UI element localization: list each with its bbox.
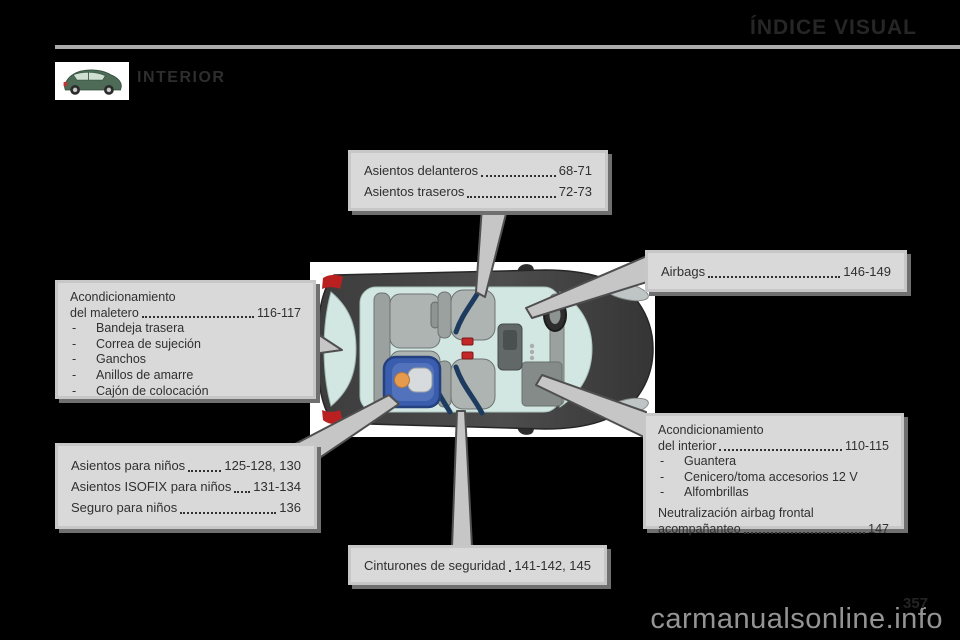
toc-pages: 68-71 — [558, 162, 592, 178]
toc-label: Cinturones de seguridad — [364, 557, 506, 573]
callout-airbags: Airbags 146-149 — [645, 250, 907, 292]
toc-title: Neutralización airbag frontal — [658, 505, 814, 520]
taillight-right — [322, 410, 343, 425]
interior-car-thumbnail — [55, 62, 129, 100]
dot-leader — [180, 511, 277, 514]
bullet-dash — [658, 470, 684, 486]
list-item: Cajón de colocación — [70, 384, 301, 400]
bullet-dash — [658, 454, 684, 470]
glovebox-floor-area — [521, 361, 563, 407]
toc-label: del maletero — [70, 305, 139, 320]
steering-wheel-hub — [549, 306, 561, 324]
callout-child-seats: Asientos para niños 125-128, 130 Asiento… — [55, 443, 317, 529]
dot-leader — [719, 449, 842, 452]
belt-buckle — [461, 351, 474, 360]
dot-leader — [481, 174, 556, 177]
taillight-left — [322, 274, 343, 289]
bullet-dash — [70, 384, 96, 400]
car-top-view-drawing — [316, 264, 654, 435]
toc-label: Asientos ISOFIX para niños — [71, 478, 232, 494]
page-title: ÍNDICE VISUAL — [749, 16, 917, 39]
list-item: Alfombrillas — [658, 485, 889, 501]
seat-belt-front-right — [453, 364, 485, 416]
toc-pages: 147 — [868, 521, 889, 536]
toc-pages: 72-73 — [558, 183, 592, 199]
toc-label: Seguro para niños — [71, 499, 178, 515]
bullet-dash — [70, 321, 96, 337]
section-title: INTERIOR — [137, 69, 226, 86]
dot-leader — [708, 275, 841, 278]
callout-boot-stowage: Acondicionamiento del maletero 116-117 B… — [55, 280, 316, 399]
belt-buckle — [461, 337, 474, 346]
dot-leader — [467, 195, 556, 198]
callout-seat-belts: Cinturones de seguridad 141-142, 145 — [348, 545, 607, 585]
car-side-icon — [63, 69, 122, 95]
bullet-dash — [70, 368, 96, 384]
list-item: Guantera — [658, 454, 889, 470]
callout-interior-fittings: Acondicionamiento del interior 110-115 G… — [643, 413, 904, 536]
baby-head — [394, 372, 410, 388]
callout-front-rear-seats: Asientos delanteros 68-71 Asientos trase… — [348, 150, 608, 211]
toc-label: Asientos traseros — [364, 183, 465, 199]
toc-title: Acondicionamiento — [658, 423, 764, 437]
toc-title: Acondicionamiento — [70, 290, 176, 304]
page-number: 357 — [903, 595, 929, 612]
dot-leader — [141, 316, 254, 319]
dot-leader — [743, 532, 866, 535]
dot-leader — [234, 490, 251, 493]
toc-pages: 146-149 — [843, 263, 891, 279]
list-item: Cenicero/toma accesorios 12 V — [658, 470, 889, 486]
list-item: Anillos de amarre — [70, 368, 301, 384]
toc-label: acompañanteo — [658, 521, 741, 536]
list-item: Ganchos — [70, 352, 301, 368]
front-seat-left-backrest — [437, 291, 452, 339]
bullet-dash — [658, 485, 684, 501]
toc-label: Airbags — [661, 263, 706, 279]
watermark: carmanualsonline.info — [650, 603, 943, 635]
dot-leader — [508, 569, 512, 572]
toc-pages: 110-115 — [844, 438, 889, 453]
toc-pages: 136 — [279, 499, 301, 515]
toc-label: Asientos para niños — [71, 457, 186, 473]
baby-body — [407, 367, 433, 393]
bullet-dash — [70, 352, 96, 368]
toc-label: Asientos delanteros — [364, 162, 479, 178]
list-item: Bandeja trasera — [70, 321, 301, 337]
toc-label: del interior — [658, 438, 717, 453]
car-top-view — [310, 262, 655, 437]
toc-pages: 141-142, 145 — [514, 557, 591, 573]
toc-pages: 116-117 — [256, 305, 301, 320]
dot-leader — [188, 469, 222, 472]
toc-pages: 125-128, 130 — [224, 457, 301, 473]
toc-pages: 131-134 — [253, 478, 301, 494]
bullet-dash — [70, 337, 96, 353]
header-divider — [55, 45, 960, 49]
list-item: Correa de sujeción — [70, 337, 301, 353]
